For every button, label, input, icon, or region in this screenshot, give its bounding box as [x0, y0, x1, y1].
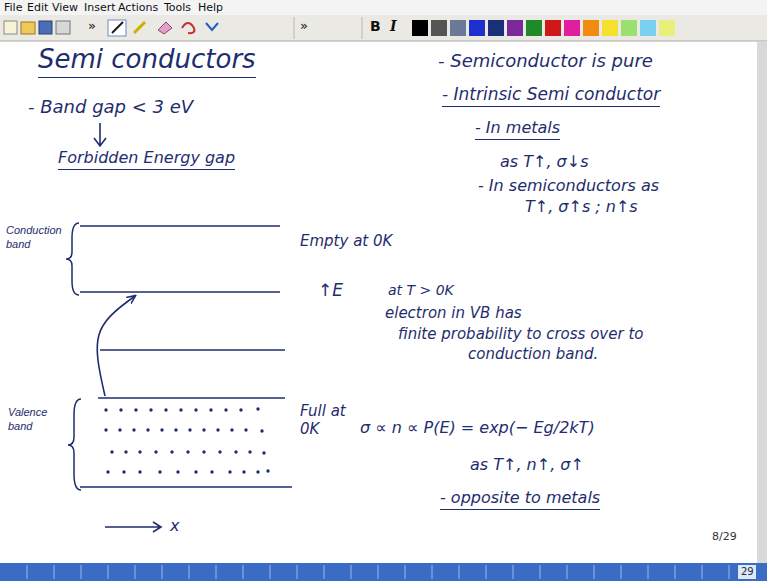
- x-axis-arrow: [105, 522, 161, 532]
- color-swatch: [564, 20, 580, 36]
- page-bar: [0, 563, 767, 581]
- color-swatch: [488, 20, 504, 36]
- new-icon: [4, 21, 17, 34]
- color-swatch: [450, 20, 466, 36]
- menu-bar: [0, 0, 767, 15]
- band-label: Valence band: [8, 406, 66, 434]
- energy-band: Valence band: [6, 396, 294, 490]
- color-swatch: [621, 20, 637, 36]
- italic-button: I: [390, 18, 397, 35]
- tool-bar: [0, 15, 767, 41]
- handwritten-note: at T > 0K: [388, 282, 454, 299]
- band-edge: [80, 225, 280, 227]
- page-number: 29: [741, 566, 754, 578]
- pen-icon: [112, 22, 123, 33]
- page-number: 8/29: [712, 530, 737, 543]
- handwritten-note: T↑, σ↑s ; n↑s: [525, 197, 638, 216]
- handwritten-note: as T↑, σ↓s: [500, 152, 588, 171]
- excitation-arrow: [97, 296, 135, 396]
- handwritten-note: - In semiconductors as: [478, 176, 659, 195]
- down-arrow: [94, 123, 106, 146]
- color-swatch: [431, 20, 447, 36]
- handwritten-note: Empty at 0K: [300, 232, 392, 250]
- handwritten-note: - Band gap < 3 eV: [28, 96, 193, 118]
- highlighter-icon: [134, 22, 145, 33]
- menu-item: Insert: [84, 1, 116, 14]
- eraser-icon: [158, 22, 172, 34]
- page-number-box: [738, 565, 756, 579]
- toolbar-separator: [362, 17, 363, 39]
- lasso-icon: [182, 23, 194, 33]
- menu-item: File: [4, 1, 22, 14]
- select-icon: [206, 23, 218, 30]
- toolbar-edge: [0, 41, 767, 42]
- menu-item: Actions: [118, 1, 158, 14]
- handwritten-note: finite probability to cross over to: [398, 325, 643, 343]
- toolbar-chevron: »: [300, 18, 308, 34]
- handwritten-note: σ ∝ n ∝ P(E) = exp(− Eg/2kT): [360, 418, 595, 437]
- brace: [68, 399, 81, 490]
- color-swatch: [545, 20, 561, 36]
- color-swatch: [640, 20, 656, 36]
- handwritten-note: ↑E: [318, 280, 343, 300]
- scroll-bar: [757, 42, 767, 563]
- band-edge: [80, 291, 280, 293]
- page-bar-cells: [27, 565, 729, 579]
- band-edge: [80, 486, 292, 488]
- handwritten-note: x: [170, 516, 179, 535]
- menu-item: Tools: [164, 1, 191, 14]
- open-icon: [21, 22, 35, 34]
- color-swatch: [583, 20, 599, 36]
- band-label: Conduction band: [6, 224, 66, 252]
- bold-button: B: [370, 18, 381, 35]
- handwritten-note: - Intrinsic Semi conductor: [442, 84, 660, 107]
- gap-level: [100, 349, 285, 351]
- handwritten-note: Forbidden Energy gap: [58, 148, 235, 170]
- color-swatch: [602, 20, 618, 36]
- pen-button: [108, 20, 126, 36]
- band-edge: [98, 397, 285, 399]
- color-swatch: [659, 20, 675, 36]
- menu-item: Help: [198, 1, 223, 14]
- menu-item: Edit: [27, 1, 48, 14]
- page-title: Semi conductors: [38, 44, 256, 78]
- toolbar-chevron: »: [88, 18, 96, 34]
- menu-item: View: [52, 1, 78, 14]
- handwritten-note: - opposite to metals: [440, 488, 600, 510]
- color-swatch: [526, 20, 542, 36]
- electron-dots: [106, 409, 268, 472]
- save-icon: [39, 21, 52, 34]
- handwritten-note: conduction band.: [468, 345, 598, 363]
- color-swatch: [469, 20, 485, 36]
- handwritten-note: as T↑, n↑, σ↑: [470, 455, 584, 474]
- handwritten-note: Full at 0K: [300, 402, 358, 438]
- color-swatch: [507, 20, 523, 36]
- handwritten-note: electron in VB has: [385, 304, 522, 322]
- toolbar-separator: [294, 17, 295, 39]
- brace: [66, 223, 79, 295]
- energy-band: Conduction band: [6, 220, 288, 296]
- handwritten-note: - In metals: [475, 118, 560, 140]
- page-icon: [56, 21, 70, 34]
- color-swatch: [412, 20, 428, 36]
- handwritten-note: - Semiconductor is pure: [438, 50, 653, 72]
